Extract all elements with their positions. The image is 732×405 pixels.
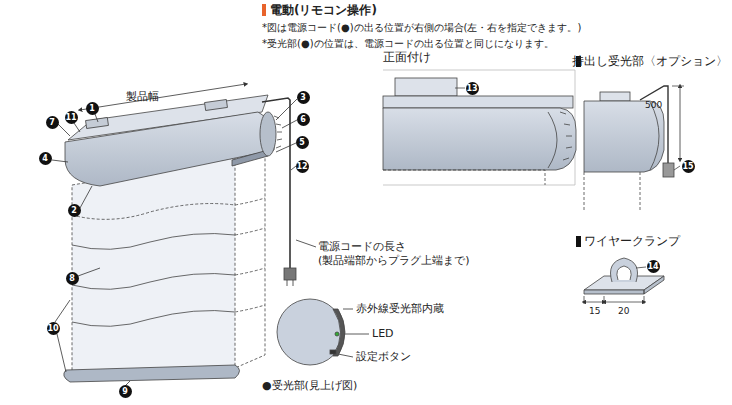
section-heading: 持出し受光部〈オプション〉 xyxy=(572,54,728,69)
callout-number: 4 xyxy=(39,152,52,165)
part-label: 赤外線受光部内蔵 xyxy=(356,302,444,316)
option-receiver-illustration xyxy=(576,56,684,210)
section-heading: 正面付け xyxy=(383,50,431,65)
part-label: 設定ボタン xyxy=(356,350,411,364)
part-label: ●受光部(見上げ図) xyxy=(262,379,357,393)
callout-number: 11 xyxy=(65,111,78,124)
callout-number: 15 xyxy=(682,160,695,173)
front-mount-illustration xyxy=(383,70,576,185)
callout-number: 9 xyxy=(119,385,132,398)
note-text: *図は電源コード(●)の出る位置が右側の場合(左・右を指定できます。) xyxy=(262,22,581,35)
callout-number: 5 xyxy=(296,136,309,149)
callout-number: 6 xyxy=(297,113,310,126)
cord-length-label: 電源コードの長さ (製品端部からプラグ上端まで) xyxy=(318,240,496,268)
receiver-detail xyxy=(277,299,345,365)
callout-number: 7 xyxy=(46,116,59,129)
shade-illustration xyxy=(64,84,296,382)
callout-number: 8 xyxy=(66,272,79,285)
callout-number: 13 xyxy=(466,82,479,95)
callout-number: 10 xyxy=(47,322,60,335)
note-text: *受光部(●)の位置は、電源コードの出る位置と同じになります。 xyxy=(262,38,554,51)
callout-number: 12 xyxy=(296,160,309,173)
dimension-label: 20 xyxy=(618,306,629,317)
part-label: LED xyxy=(372,327,394,341)
dimension-label: 500 xyxy=(645,100,662,111)
title-bar xyxy=(262,4,266,16)
section-heading: ワイヤークランプ xyxy=(584,234,680,249)
callout-number: 3 xyxy=(297,91,310,104)
part-label: 製品幅 xyxy=(126,90,159,104)
callout-number: 14 xyxy=(647,260,660,273)
callout-number: 1 xyxy=(86,102,99,115)
diagram-title: 電動(リモコン操作) xyxy=(270,3,377,18)
dimension-label: 15 xyxy=(589,306,600,317)
callout-number: 2 xyxy=(68,204,81,217)
